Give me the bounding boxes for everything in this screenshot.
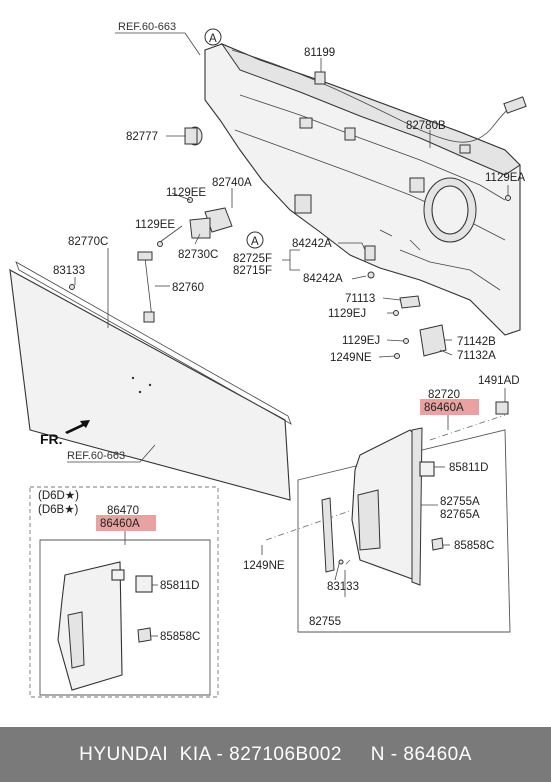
- label-1129EA: 1129EA: [485, 172, 525, 184]
- label-82720: 82720: [428, 389, 460, 401]
- label-82755A: 82755A: [440, 496, 480, 508]
- label-d6b: (D6B★): [38, 504, 79, 516]
- label-71132A: 71132A: [457, 350, 496, 362]
- label-85858C-left: 85858C: [160, 631, 200, 643]
- lamp-assembly-left: [29, 486, 219, 698]
- dashed-lines: [265, 414, 506, 566]
- label-83133-b: 83133: [327, 581, 359, 593]
- highlight-86460A-left: [96, 515, 156, 531]
- label-83133-a: 83133: [53, 265, 85, 277]
- leader-lines: [67, 32, 509, 637]
- label-85811D-left: 85811D: [160, 580, 199, 592]
- part-number-footer: HYUNDAI KIA - 827106B002 N - 86460A: [0, 727, 551, 782]
- label-1129EJ-a: 1129EJ: [328, 308, 366, 320]
- marker-a-mid-label: A: [251, 236, 259, 248]
- tailgate-panel: [9, 261, 292, 501]
- label-82715F: 82715F: [233, 265, 272, 277]
- label-82755: 82755: [309, 616, 341, 628]
- highlight-86460A-right: [420, 399, 479, 415]
- footer-text: HYUNDAI KIA - 827106B002 N - 86460A: [79, 743, 472, 765]
- label-1491AD: 1491AD: [478, 375, 520, 387]
- label-1129EJ-b: 1129EJ: [342, 335, 380, 347]
- label-82770C: 82770C: [68, 236, 108, 248]
- label-84242A-b: 84242A: [303, 273, 343, 285]
- label-82760: 82760: [172, 282, 204, 294]
- label-81199: 81199: [304, 47, 335, 59]
- label-71142B: 71142B: [457, 336, 496, 348]
- ref-bottom-label: REF.60-663: [67, 450, 125, 462]
- label-85858C-right: 85858C: [454, 540, 494, 552]
- label-1129EE-a: 1129EE: [166, 187, 206, 199]
- ref-top-label: REF.60-663: [118, 21, 176, 33]
- release-cable: [231, 49, 527, 154]
- label-86460A-left: 86460A: [100, 518, 140, 530]
- label-86470: 86470: [107, 505, 139, 517]
- marker-a-top-label: A: [209, 33, 217, 45]
- label-84242A-a: 84242A: [292, 238, 332, 250]
- marker-a-top: [204, 28, 222, 46]
- label-82777: 82777: [126, 131, 158, 143]
- label-86460A-right: 86460A: [424, 402, 464, 414]
- label-85811D-right: 85811D: [449, 462, 488, 474]
- label-71113: 71113: [345, 293, 375, 305]
- label-1129EE-b: 1129EE: [135, 219, 175, 231]
- fr-label: FR.: [40, 431, 63, 447]
- label-82780B: 82780B: [406, 120, 446, 132]
- label-1249NE-b: 1249NE: [243, 560, 285, 572]
- label-d6d: (D6D★): [38, 490, 79, 502]
- marker-a-mid: [246, 231, 264, 249]
- lamp-assembly-right: [297, 427, 511, 633]
- label-1249NE-a: 1249NE: [330, 352, 372, 364]
- parts-diagram: A A: [9, 21, 527, 698]
- label-82740A: 82740A: [212, 177, 252, 189]
- label-82725F: 82725F: [233, 253, 272, 265]
- fr-arrow: [65, 420, 90, 434]
- label-82765A: 82765A: [440, 509, 480, 521]
- rear-panel: [204, 42, 521, 336]
- hardware: [69, 71, 511, 415]
- label-82730C: 82730C: [178, 249, 218, 261]
